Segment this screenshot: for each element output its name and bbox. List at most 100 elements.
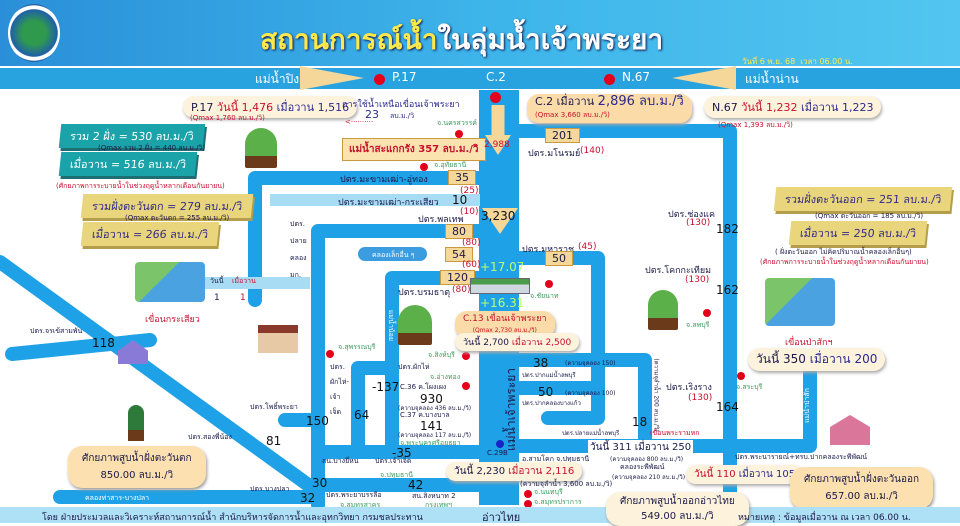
gate-song-phi-nong: ปตร.สองพี่น้อง: [188, 433, 232, 441]
gate-maharat: ปตร.มหาราช: [522, 245, 575, 255]
station-dot-icon: [490, 92, 501, 103]
today-label: วันนี้: [216, 101, 239, 114]
c2-label: C.2 เมื่อวาน: [535, 95, 595, 108]
footer-note: หมายเหตุ : ข้อมูลเมื่อวาน ณ เวลา 06.00 น…: [738, 513, 911, 523]
p17-yesterday: 1,516: [317, 101, 350, 114]
yesterday-label: เมื่อวาน: [508, 466, 543, 477]
label-suphanburi: จ.สุพรรณบุรี: [338, 343, 376, 351]
makham-krasiao-capacity: (10): [460, 207, 479, 217]
label-lopburi: จ.ลพบุรี: [686, 321, 710, 329]
maharat-capacity: (45): [578, 242, 597, 252]
gate-singhanat: สน.สิงหนาท 2: [412, 492, 456, 500]
manorom-capacity: (140): [580, 146, 605, 156]
east-note-1: ( ฝั่งตะวันออก ไม่คิดปริมาณน้ำคลองเล็กอื…: [775, 248, 912, 256]
today-label: วันนี้: [463, 338, 481, 348]
title-highlight: สถานการณ์น้ำ: [260, 23, 438, 56]
upstream-use-label: การใช้น้ำเหนือเขื่อนเจ้าพระยา: [342, 100, 460, 110]
raphiphat-capacity-1: (ความจุคลอง 800 ลบ.ม./วิ): [610, 456, 684, 463]
yesterday-label: เมื่อวาน: [276, 101, 315, 114]
text-line: ปตร.: [330, 363, 345, 371]
c13-name: C.13 เขื่อนเจ้าพระยา: [463, 314, 547, 324]
bang-pla-value: 32: [300, 491, 316, 505]
date-time: วันที่ 6 พ.ย. 68 เวลา 06.00 น.: [742, 55, 853, 68]
west-note: (ศักยภาพการระบายน้ำในช่วงฤดูน้ำหลากเดือน…: [56, 182, 225, 190]
west-side-qmax: (Qmax ตะวันตก = 255 ลบ.ม./วิ): [125, 214, 230, 222]
west-side-yesterday: เมื่อวาน = 266 ลบ.ม./วิ: [80, 222, 220, 246]
today-label: วันนี้: [454, 466, 474, 477]
c36-capacity: (ความจุคลอง 436 ลบ.ม./วิ): [398, 405, 472, 412]
date: วันที่ 6 พ.ย. 68: [742, 57, 796, 66]
raphiphat-capacity-2: (ความจุคลอง 210 ลบ.ม./วิ): [612, 474, 686, 481]
tha-san-canal: คลองท่าสาร-บางปลา: [85, 494, 150, 502]
station-dot-icon: [462, 352, 470, 360]
yesterday-label: เมื่อวาน: [511, 338, 543, 348]
tree-icon: [128, 405, 144, 441]
upstream-use-unit: ลบ.ม./วิ: [390, 112, 415, 120]
khlong-lek-value: 54: [445, 247, 473, 262]
raphiphat-yesterday: 250: [672, 442, 692, 453]
pasak-yesterday: 200: [854, 352, 878, 366]
station-dot-icon: [604, 74, 615, 85]
c29b-today: 2,230: [476, 466, 506, 477]
song-phi-nong-value: 81: [266, 434, 282, 448]
khlong-lek-label: คลองเล็กอื่น ๆ: [372, 251, 415, 259]
label-uthai-thani: จ.อุทัยธานี: [434, 161, 467, 169]
phak-hai-chao-chet-value: 64: [354, 408, 370, 422]
makham-uthong-value: 35: [448, 170, 476, 185]
station-dot-icon: [524, 490, 532, 498]
makham-krasiao-value: 10: [452, 193, 468, 207]
station-dot-icon: [326, 350, 334, 358]
n67-yesterday: 1,223: [841, 101, 874, 114]
gate-makham-uthong: ปตร.มะขามเฒ่า-อู่ทอง: [340, 175, 428, 185]
capacity-value: 657.00 ลบ.ม./วิ: [825, 491, 898, 502]
gulf-of-thailand: อ่าวไทย: [482, 511, 521, 524]
today-label: วันนี้: [741, 101, 763, 114]
c36-label: C.36 ค.โผงเผง: [400, 383, 447, 391]
raphiphat-canal: คลองระพีพัฒน์: [620, 463, 665, 471]
west-total-qmax: (Qmax รวม 2 ฝั่ง = 440 ลบ.ม./วิ): [98, 144, 206, 152]
station-dot-icon: [455, 130, 463, 138]
main-capacity: (ความจุลำน้ำ 3,600 ลบ.ม./วิ): [520, 480, 613, 488]
gate-plai-lopburi: ปตร.ปลายแม่น้ำลพบุรี: [562, 430, 620, 437]
yesterday-label: เมื่อวาน: [800, 101, 839, 114]
time: เวลา 06.00 น.: [800, 57, 853, 66]
label-c2: C.2: [486, 70, 506, 84]
sakaekrang-arrow: แม่น้ำสะแกกรัง 357 ลบ.ม./วิ: [342, 138, 486, 161]
capacity-title: ศักยภาพสูบน้ำฝั่งตะวันออก: [804, 474, 920, 485]
tree-icon: [398, 305, 432, 345]
c2-flow-pill: C.2 เมื่อวาน 2,896 ลบ.ม./วิ (Qmax 3,660 ล…: [527, 94, 692, 123]
rid-logo: [8, 4, 60, 62]
c2-qmax: (Qmax 3,660 ลบ.ม./วิ): [535, 111, 610, 119]
c37-capacity: (ความจุคลอง 117 ลบ.ม./วิ): [398, 432, 472, 439]
bang-kaeo-capacity: (ความจุคลอง 100): [565, 390, 616, 397]
chao-chet-value: -35: [392, 446, 412, 460]
phranarai-yesterday: 105: [776, 469, 796, 480]
khok-kathiam-capacity: (130): [685, 275, 710, 285]
text-line: คลอง: [290, 254, 307, 262]
p17-today: 1,476: [241, 101, 274, 114]
phak-hai-value: -137: [372, 380, 400, 394]
c2-value: 2,896 ลบ.ม./วิ: [597, 94, 684, 109]
boromathat-value: 120: [440, 270, 475, 285]
label-ayutthaya: จ.พระนครศรีอยุธยา: [400, 439, 461, 447]
arrow-left-icon: [672, 66, 736, 90]
chao-phraya-river-label: แม่น้ำเจ้าพระยา: [504, 367, 519, 452]
khok-kathiam-value: 162: [716, 283, 739, 297]
c13-flow-pill: วันนี้ 2,700 เมื่อวาน 2,500: [455, 333, 580, 351]
text-line: ผักไห่-: [330, 378, 350, 386]
footer-credit: โดย ฝ่ายประมวลและวิเคราะห์สถานการณ์น้ำ ส…: [42, 513, 423, 523]
label-p17: P.17: [392, 70, 417, 84]
p17-station: P.17: [191, 101, 214, 114]
label-bangkok: กรุงเทพฯ: [425, 501, 452, 509]
gate-manorom: ปตร.มโนรมย์: [528, 149, 581, 159]
station-dot-icon: [496, 440, 504, 448]
text-line: ปตร.: [290, 220, 305, 228]
pak-lopburi-capacity: (ความจุคลอง 150): [565, 360, 616, 367]
gate-plai-khlong: ปตร.ปลายคลองมก.: [290, 216, 312, 284]
roeng-rang-value: 164: [716, 400, 739, 414]
label-nan-river: แม่น้ำน่าน: [745, 72, 799, 86]
channel-manorom: [513, 124, 737, 512]
label-pathum: จ.ปทุมธานี: [380, 471, 413, 479]
gate-chong-khae: ปตร.ช่องแค: [668, 210, 715, 220]
